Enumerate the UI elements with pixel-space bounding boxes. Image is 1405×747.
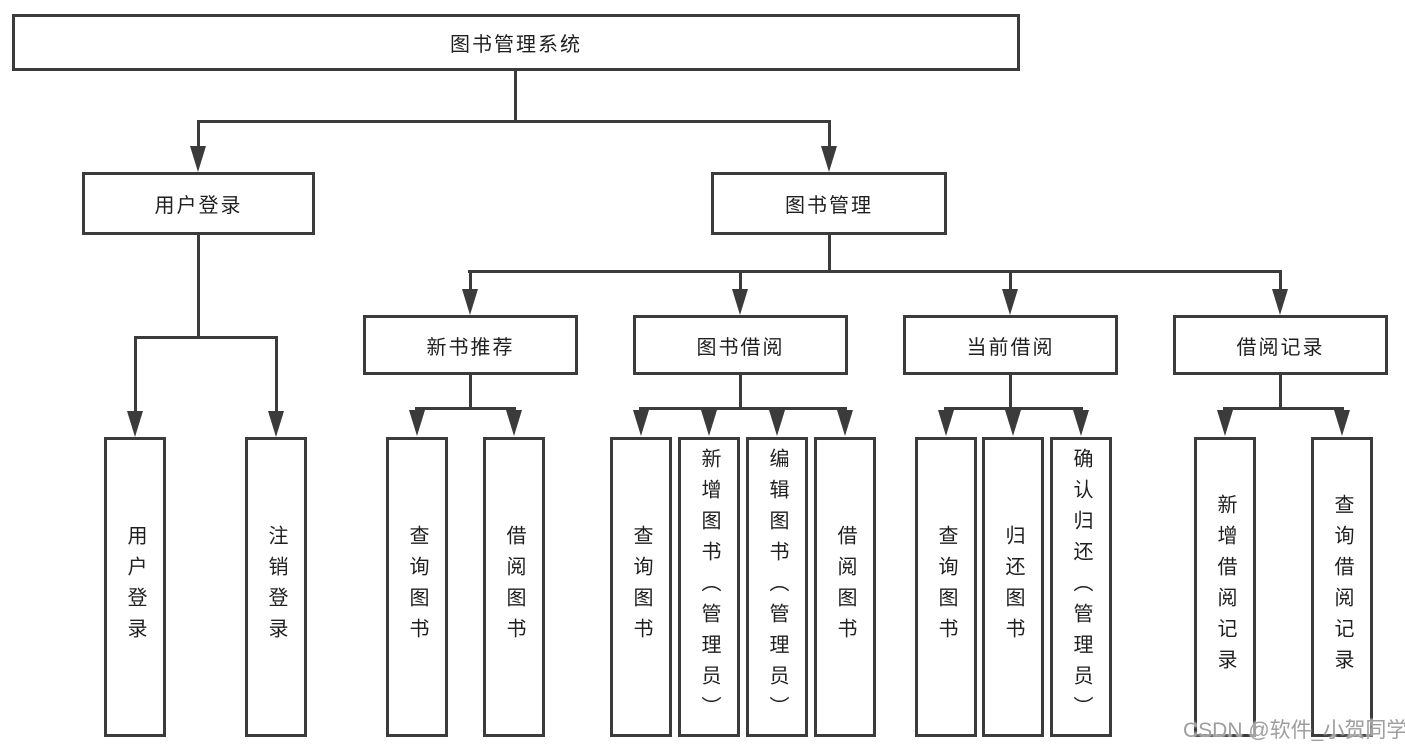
- node-book-borrow: 图书借阅: [633, 315, 848, 375]
- arrow-down-icon: [190, 146, 206, 172]
- node-new-book-recommend-label: 新书推荐: [426, 336, 515, 359]
- leaf-newbook-borrow: 借阅图书: [483, 437, 545, 737]
- node-new-book-recommend: 新书推荐: [363, 315, 578, 375]
- leaf-current-query-label: 查询图书: [935, 525, 957, 649]
- arrow-down-icon: [938, 410, 954, 436]
- connector-line: [275, 337, 278, 413]
- leaf-current-return: 归还图书: [982, 437, 1044, 737]
- connector-line: [469, 375, 472, 410]
- arrow-down-icon: [837, 410, 853, 436]
- arrow-down-icon: [1005, 410, 1021, 436]
- connector-line: [639, 407, 847, 410]
- leaf-logout: 注销登录: [245, 437, 307, 737]
- arrow-down-icon: [268, 411, 284, 437]
- node-borrow-record: 借阅记录: [1173, 315, 1388, 375]
- leaf-record-query-label: 查询借阅记录: [1331, 494, 1353, 680]
- connector-line: [739, 375, 742, 410]
- connector-line: [1223, 407, 1344, 410]
- connector-line: [1009, 375, 1012, 410]
- arrow-down-icon: [732, 289, 748, 315]
- leaf-borrow-query: 查询图书: [610, 437, 672, 737]
- leaf-record-query: 查询借阅记录: [1311, 437, 1373, 737]
- arrow-down-icon: [1334, 410, 1350, 436]
- arrow-down-icon: [1073, 410, 1089, 436]
- node-book-borrow-label: 图书借阅: [696, 336, 785, 359]
- arrow-down-icon: [409, 410, 425, 436]
- leaf-borrow-borrow-label: 借阅图书: [834, 525, 856, 649]
- leaf-logout-label: 注销登录: [265, 525, 287, 649]
- arrow-down-icon: [506, 410, 522, 436]
- leaf-borrow-add-admin: 新增图书（管理员）: [678, 437, 740, 737]
- arrow-down-icon: [1217, 410, 1233, 436]
- leaf-current-confirm-admin-label: 确认归还（管理员）: [1070, 447, 1092, 727]
- connector-line: [468, 270, 1282, 273]
- leaf-borrow-edit-admin: 编辑图书（管理员）: [746, 437, 808, 737]
- connector-line: [1009, 272, 1012, 292]
- connector-line: [197, 235, 200, 339]
- connector-line: [469, 272, 472, 292]
- arrow-down-icon: [127, 411, 143, 437]
- node-borrow-record-label: 借阅记录: [1236, 336, 1325, 359]
- connector-line: [197, 121, 200, 151]
- leaf-record-add-label: 新增借阅记录: [1214, 494, 1236, 680]
- leaf-current-confirm-admin: 确认归还（管理员）: [1050, 437, 1112, 737]
- leaf-current-query: 查询图书: [915, 437, 977, 737]
- leaf-borrow-borrow: 借阅图书: [814, 437, 876, 737]
- connector-line: [828, 121, 831, 151]
- connector-line: [415, 407, 516, 410]
- csdn-watermark: CSDN @软件_小贺同学: [1183, 719, 1405, 742]
- connector-line: [514, 70, 517, 120]
- arrow-down-icon: [821, 146, 837, 172]
- connector-line: [134, 337, 137, 413]
- node-root-label: 图书管理系统: [450, 34, 582, 56]
- arrow-down-icon: [701, 410, 717, 436]
- leaf-borrow-edit-admin-label: 编辑图书（管理员）: [766, 447, 788, 727]
- arrow-down-icon: [1272, 289, 1288, 315]
- node-current-borrow: 当前借阅: [903, 315, 1118, 375]
- leaf-borrow-add-admin-label: 新增图书（管理员）: [698, 447, 720, 727]
- leaf-user-login: 用户登录: [104, 437, 166, 737]
- leaf-newbook-query-label: 查询图书: [406, 525, 428, 649]
- connector-line: [739, 272, 742, 292]
- arrow-down-icon: [769, 410, 785, 436]
- leaf-newbook-borrow-label: 借阅图书: [503, 525, 525, 649]
- connector-line: [197, 120, 831, 123]
- leaf-record-add: 新增借阅记录: [1194, 437, 1256, 737]
- connector-line: [828, 235, 831, 273]
- connector-line: [1279, 272, 1282, 292]
- connector-line: [134, 336, 278, 339]
- arrow-down-icon: [462, 289, 478, 315]
- node-book-management: 图书管理: [711, 172, 947, 235]
- arrow-down-icon: [633, 410, 649, 436]
- arrow-down-icon: [1002, 289, 1018, 315]
- connector-line: [1279, 375, 1282, 410]
- node-user-login-label: 用户登录: [154, 195, 243, 217]
- leaf-current-return-label: 归还图书: [1002, 525, 1024, 649]
- node-root: 图书管理系统: [12, 14, 1020, 71]
- leaf-newbook-query: 查询图书: [386, 437, 448, 737]
- node-current-borrow-label: 当前借阅: [966, 336, 1055, 359]
- node-book-management-label: 图书管理: [785, 195, 873, 217]
- leaf-borrow-query-label: 查询图书: [630, 525, 652, 649]
- leaf-user-login-label: 用户登录: [124, 525, 146, 649]
- node-user-login: 用户登录: [82, 172, 315, 235]
- connector-line: [944, 407, 1083, 410]
